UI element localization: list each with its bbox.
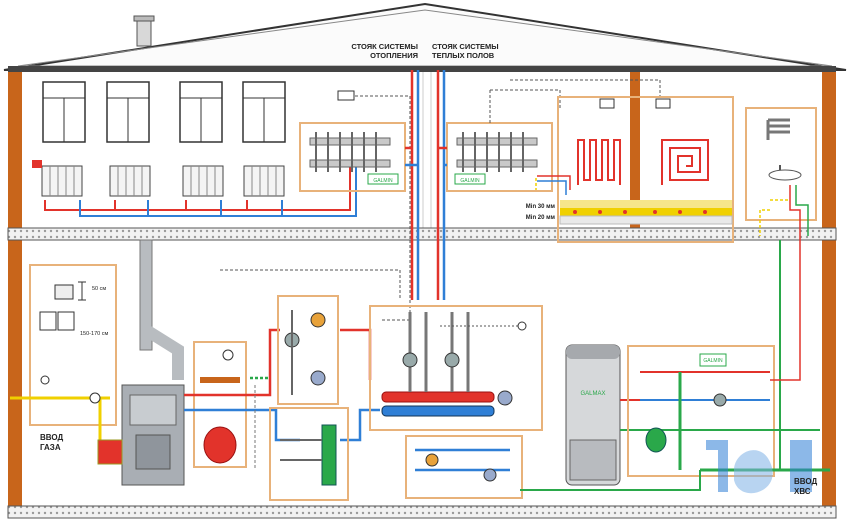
interfloor-slab: [7, 227, 837, 241]
house-structure: [3, 2, 847, 519]
min-30-label: Min 30 мм: [526, 204, 556, 210]
height-150-label: 150-170 см: [80, 331, 108, 337]
spiral-loop: [661, 139, 709, 185]
riser-heating-label-1: СТОЯК СИСТЕМЫ: [351, 42, 418, 51]
lower-control-wiring: [535, 178, 770, 236]
radiator-4: [243, 165, 285, 197]
radiator-manifold-brand: GALMIN: [373, 178, 393, 184]
window-1: [42, 81, 86, 143]
gas-valve: [89, 392, 101, 404]
towel-rail: [766, 118, 790, 140]
water-heater-brand: GALMAX: [580, 391, 605, 397]
boiler-burner: [97, 439, 123, 465]
floor-manifold-brand: GALMIN: [460, 178, 480, 184]
radiator-1: [32, 160, 83, 197]
hydraulic-separator: [321, 424, 337, 486]
radiator-piping: [44, 160, 357, 217]
height-50-label: 50 см: [92, 286, 106, 292]
window-2: [106, 81, 150, 143]
gas-input-label-1: ВВОД: [40, 433, 63, 442]
left-wall: [8, 68, 22, 514]
pressure-gauge: [222, 349, 234, 361]
thermostat-2nd-floor: [337, 90, 355, 101]
roof: [3, 2, 847, 71]
ceiling-line: [8, 66, 836, 72]
underfloor-heating: Min 30 мм Min 20 мм: [526, 96, 734, 243]
gas-input-panel: 50 см 150-170 см ВВОД ГАЗА: [10, 264, 122, 452]
floor-heating-manifold: GALMIN: [446, 122, 553, 192]
gas-meter: [54, 284, 74, 300]
hot-header: [381, 391, 495, 403]
ground-slab: [7, 505, 837, 519]
min-20-label: Min 20 мм: [526, 215, 556, 221]
gas-input-label-2: ГАЗА: [40, 443, 61, 452]
window-3: [179, 81, 223, 143]
expansion-tank-group: [193, 341, 247, 468]
pump-group-upper: [277, 295, 339, 405]
radiators: [32, 160, 285, 197]
water-input-label-2: ХВС: [794, 487, 811, 496]
hydro-accumulator: [645, 427, 667, 453]
radiator-3: [182, 165, 224, 197]
chimney-top: [136, 17, 152, 47]
hydraulic-separator-group: [269, 407, 349, 501]
gas-boiler: [97, 239, 185, 486]
riser-floor-label-1: СТОЯК СИСТЕМЫ: [432, 42, 499, 51]
windows: [42, 81, 286, 143]
flue-pipe: [139, 239, 153, 351]
logo: [706, 440, 812, 494]
expansion-tank: [203, 426, 237, 464]
thermostat-floor-2: [655, 98, 671, 109]
radiator-manifold: GALMIN: [299, 122, 406, 192]
dhw-pump-group: [405, 435, 523, 499]
riser-heating-label-2: ОТОПЛЕНИЯ: [370, 51, 418, 60]
sink: [768, 169, 802, 181]
control-wiring: [220, 79, 661, 321]
risers: [405, 70, 447, 300]
cold-header: [381, 405, 495, 417]
water-input-label-1: ВВОД: [794, 477, 817, 486]
water-panel-brand: GALMIN: [703, 358, 723, 364]
serpentine-loop: [577, 139, 621, 185]
radiator-2: [109, 165, 151, 197]
right-wall: [822, 68, 836, 514]
boiler-room-manifold: [369, 305, 543, 431]
bathroom-fixtures: [745, 107, 817, 236]
water-heater: GALMAX: [565, 344, 640, 486]
window-4: [242, 81, 286, 143]
riser-floor-label-2: ТЕПЛЫХ ПОЛОВ: [432, 51, 495, 60]
thermostat-floor-1: [599, 98, 615, 109]
